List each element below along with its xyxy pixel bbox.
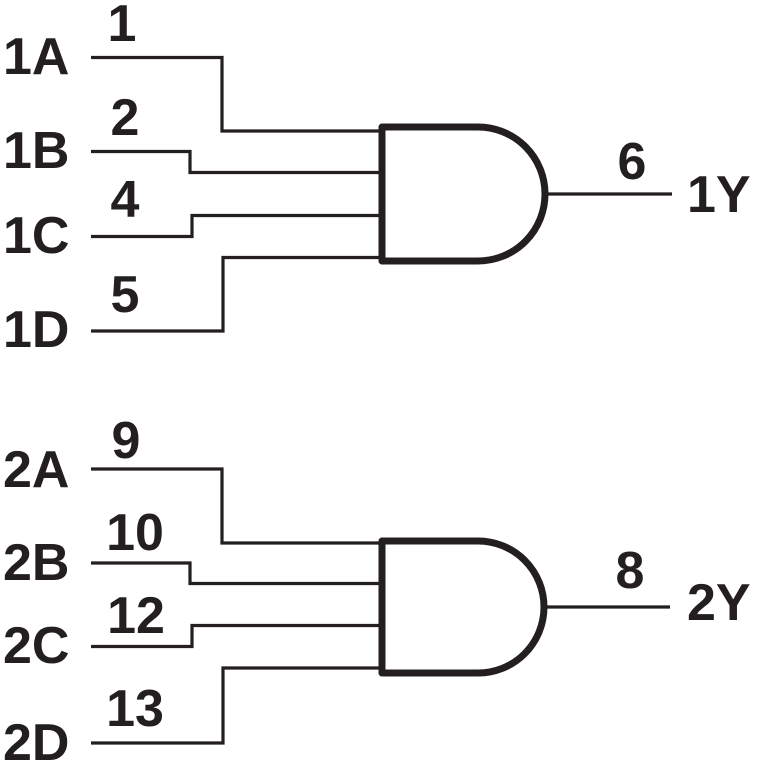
gate1-pin-2-number: 2 (111, 89, 140, 147)
gate1-input-b-wire (91, 149, 382, 175)
gate2-input-b-label: 2B (3, 534, 69, 592)
gate2-pin-9-number: 9 (112, 412, 141, 470)
gate2-input-a-label: 2A (3, 441, 69, 499)
gate2-output-label: 2Y (687, 574, 751, 632)
gate1-input-c-wire (91, 213, 382, 239)
gate1-input-a-wire (91, 55, 382, 133)
gate2-input-c-label: 2C (3, 617, 69, 675)
gate2-input-d-label: 2D (3, 714, 69, 765)
gate-1: 1A 1B 1C 1D 1 2 4 5 6 1Y (3, 0, 751, 359)
gate2-pin-13-number: 13 (106, 680, 164, 738)
gate-2: 2A 2B 2C 2D 9 10 12 13 8 2Y (3, 412, 751, 765)
gate2-input-d-wire (91, 666, 382, 745)
gate2-input-b-wire (91, 561, 382, 586)
gate1-input-d-label: 1D (3, 301, 69, 359)
gate1-pin-4-number: 4 (111, 171, 140, 229)
gate1-output-pin-number: 6 (618, 133, 647, 191)
gate1-input-b-label: 1B (3, 122, 69, 180)
gate2-output-pin-number: 8 (616, 542, 645, 600)
gate1-input-d-wire (91, 255, 382, 333)
gate2-input-a-wire (91, 467, 382, 545)
gate1-output-label: 1Y (687, 166, 751, 224)
gate2-pin-12-number: 12 (107, 587, 165, 645)
gate1-input-a-label: 1A (3, 28, 69, 86)
gate1-and-gate-body (378, 123, 549, 265)
gate2-input-c-wire (91, 623, 382, 649)
gate1-pin-1-number: 1 (108, 0, 137, 53)
gate2-and-gate-body (378, 537, 548, 677)
gate2-pin-10-number: 10 (106, 504, 164, 562)
gate1-pin-5-number: 5 (111, 266, 140, 324)
gate1-input-c-label: 1C (3, 207, 69, 265)
